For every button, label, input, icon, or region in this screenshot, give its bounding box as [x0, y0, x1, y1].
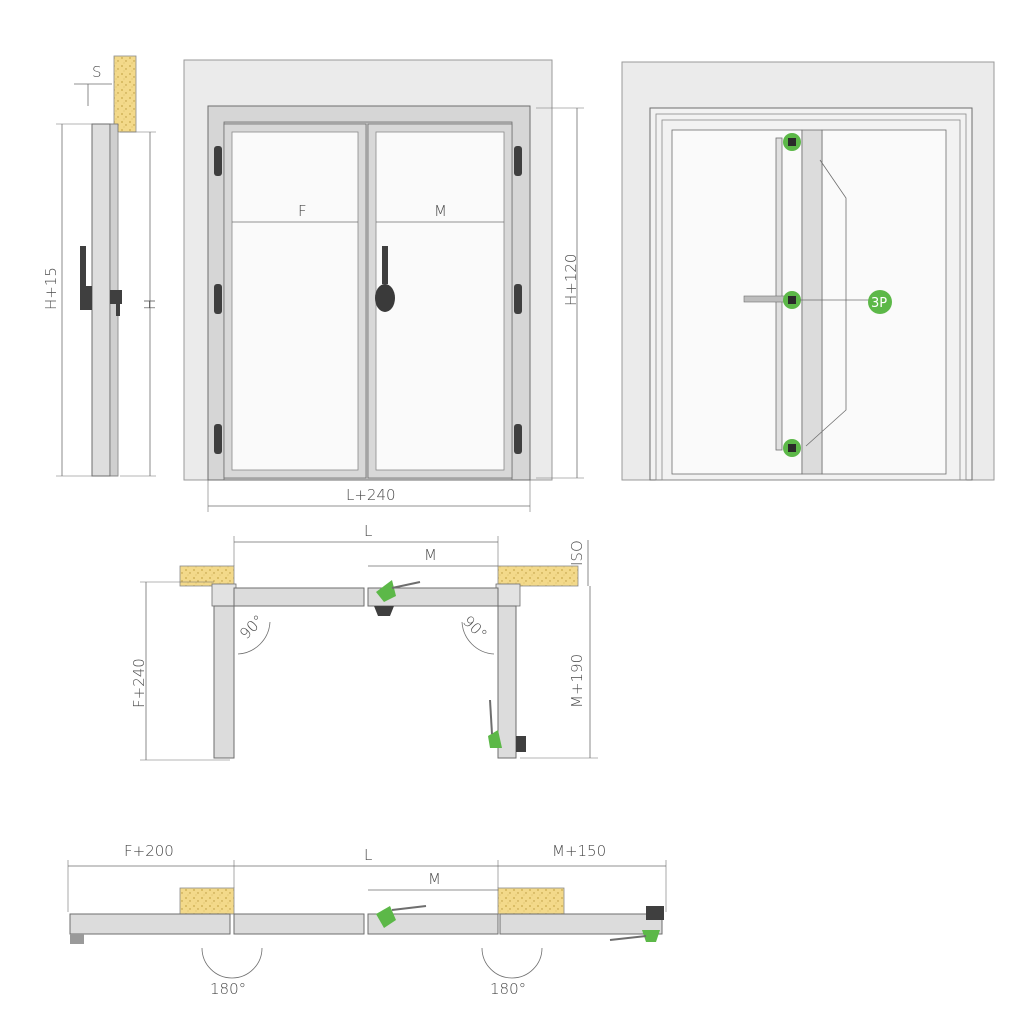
- angle-left-label: 90°: [236, 611, 268, 643]
- plan-view-180: 180° 180° F+200 L M+150 M: [67, 842, 667, 998]
- plan-leaf-mid-180: [233, 913, 365, 935]
- wall-insulation-right-180: [497, 887, 565, 915]
- plan-leaf-f-open: [213, 605, 235, 759]
- m-plus-190-label: M+190: [568, 654, 586, 708]
- angle-right-label: 90°: [459, 612, 491, 644]
- hinge-icon: [514, 146, 522, 176]
- side-section-view: S H+15 H: [42, 55, 159, 477]
- lever-handle-icon: [375, 246, 395, 312]
- l-dimension-label-bottom: L: [364, 846, 372, 864]
- hinge-icon: [514, 424, 522, 454]
- angle-180-left-label: 180°: [210, 980, 246, 998]
- angle-180-right-label: 180°: [490, 980, 526, 998]
- hinge-icon: [214, 284, 222, 314]
- plan-leaf-m: [367, 587, 499, 607]
- f-plus-200-label: F+200: [124, 842, 174, 860]
- wall-insulation-left-180: [179, 887, 235, 915]
- wall-insulation-right: [497, 565, 579, 587]
- iso-label: ISO: [568, 540, 586, 566]
- plan-view-90: 90° 90° L M ISO F+240 M+190: [130, 522, 598, 761]
- plan-leaf-m-closed-180: [367, 913, 499, 935]
- l-dimension-label-top: L: [364, 522, 372, 540]
- hinge-icon: [214, 424, 222, 454]
- lock-point-icon: [783, 439, 801, 457]
- m-dimension-label-front: M: [434, 202, 447, 220]
- plan-leaf-f: [233, 587, 365, 607]
- wall-insulation-side: [113, 55, 137, 133]
- l-plus-240-label: L+240: [346, 486, 396, 504]
- glass-left: [231, 131, 359, 471]
- s-dimension-label: S: [92, 63, 102, 81]
- hinge-icon: [514, 284, 522, 314]
- lock-point-icon: [783, 291, 801, 309]
- f-plus-240-label: F+240: [130, 658, 148, 708]
- lock-point-icon: [783, 133, 801, 151]
- three-point-badge: [868, 290, 892, 314]
- m-dimension-label-bottom: M: [428, 870, 441, 888]
- plan-leaf-f-180: [69, 913, 231, 935]
- door-leaf-side: [91, 123, 111, 477]
- glass-right: [375, 131, 505, 471]
- hinge-icon: [214, 146, 222, 176]
- front-elevation-view: F M H+120 L+240: [183, 59, 584, 512]
- h-plus-120-label: H+120: [562, 254, 580, 306]
- rear-elevation-view: 3P: [621, 61, 995, 481]
- m-plus-150-label: M+150: [552, 842, 606, 860]
- m-dimension-label-top: M: [424, 546, 437, 564]
- plan-leaf-m-180: [499, 913, 663, 935]
- h-dimension-label: H: [141, 299, 159, 310]
- lever-handle-icon: [80, 246, 122, 316]
- h-plus-15-label: H+15: [42, 267, 60, 310]
- three-point-label: 3P: [871, 296, 887, 311]
- wall-insulation-left: [179, 565, 235, 587]
- plan-leaf-m-open: [497, 605, 517, 759]
- f-dimension-label: F: [298, 202, 307, 220]
